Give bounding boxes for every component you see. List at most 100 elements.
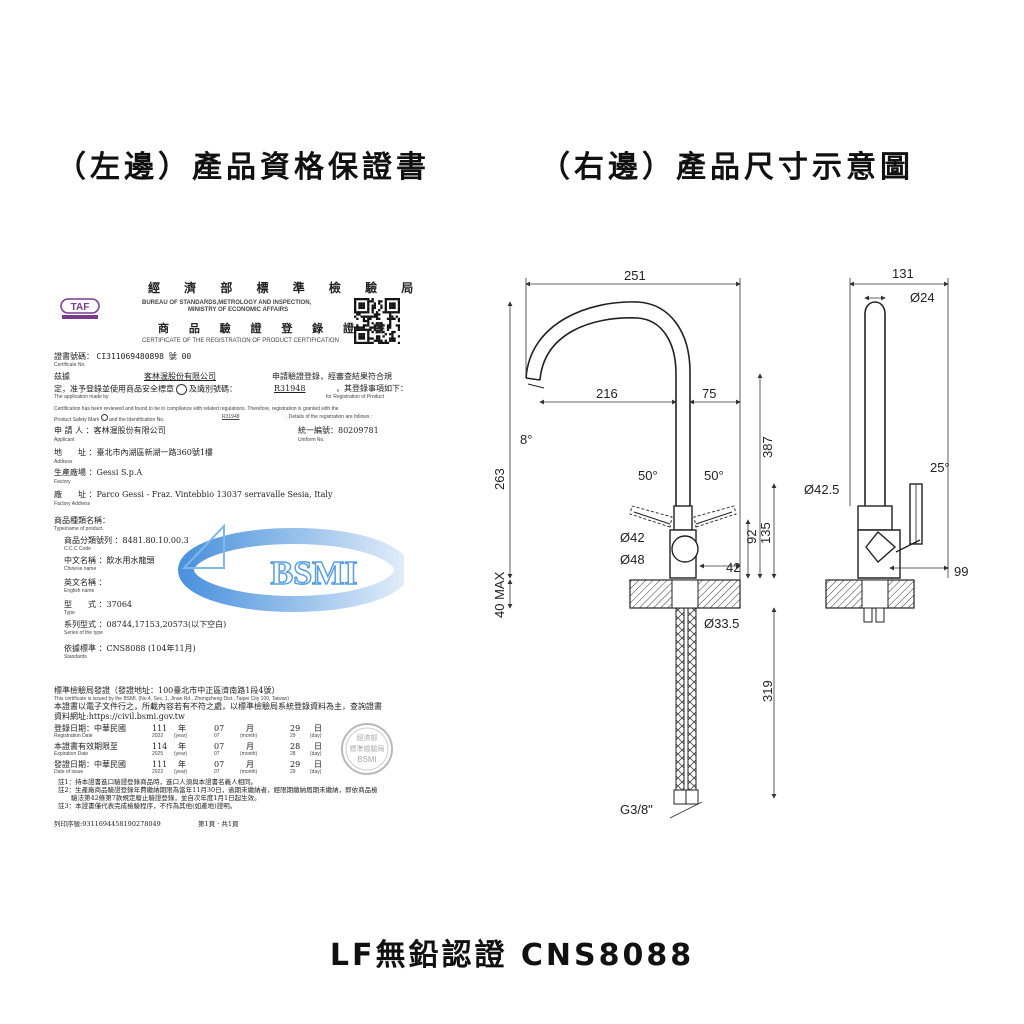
address-en: Address xyxy=(54,459,73,465)
cert-no: CI311069480898 號 00 xyxy=(96,352,192,361)
date-field: 07 xyxy=(214,724,225,733)
model-en: Type xyxy=(64,610,75,616)
dim-hose-length: 319 xyxy=(760,680,775,702)
series: 08744,17153,20573(以下空白) xyxy=(106,620,227,629)
cert-no-label: 證書號碼： xyxy=(54,352,94,361)
date-field: 年 xyxy=(178,724,186,733)
address: 臺北市內湖區新湖一路360號1樓 xyxy=(96,448,213,457)
date-field: 07 xyxy=(214,760,225,769)
certificate-title-en: CERTIFICATE OF THE REGISTRATION OF PRODU… xyxy=(142,338,339,344)
note-1: 註1：持本證書進口驗證登錄商品時，進口人須與本證書名義人相同。 xyxy=(58,778,258,786)
factory-addr-label: 廠 址 ： xyxy=(54,490,97,499)
for-reg-en: for Registration of Product xyxy=(326,394,385,400)
approve-zh: 茲據 xyxy=(54,372,70,381)
applicant-label: 申 請 人 ： xyxy=(54,426,94,435)
date-field-en: (day) xyxy=(310,769,322,775)
front-hose-left xyxy=(675,607,685,799)
date-field: 28 xyxy=(290,742,301,751)
dim-92: 92 xyxy=(744,530,759,544)
dim-shank-dia: Ø33.5 xyxy=(704,616,739,631)
application-en: The application made by xyxy=(54,394,109,400)
stamp-mid: 標準檢驗局 xyxy=(350,744,385,753)
date-field: 本證書有效期限至 xyxy=(54,742,118,751)
model: 37064 xyxy=(106,600,132,609)
note-2-cont: 驗法第42條第7款規定廢止驗證登錄，並自次年度1月1日起生效。 xyxy=(58,794,261,802)
factory-label: 生產廠場 ： xyxy=(54,468,97,477)
certificate: TAF 經 濟 部 標 準 檢 驗 局 BUREAU OF STANDARDS,… xyxy=(54,268,474,828)
dim-top-width: 251 xyxy=(624,268,646,283)
agency-zh: 經 濟 部 標 準 檢 驗 局 xyxy=(148,281,424,295)
factory-addr: Parco Gessi - Fraz. Vintebbio 13037 serr… xyxy=(96,490,333,499)
factory: Gessi S.p.A xyxy=(96,468,143,477)
date-field: 29 xyxy=(290,760,301,769)
items-text: ，其登錄事項如下： xyxy=(336,384,408,393)
bsmi-watermark-icon: BSMI xyxy=(178,523,404,612)
dim-handle-width: 75 xyxy=(702,386,716,401)
dim-thread: G3/8" xyxy=(620,802,653,817)
date-field-en: (day) xyxy=(310,733,322,739)
applicant-en: Applicant xyxy=(54,437,75,443)
issuer-line: 標準檢驗局發證（發證地址：100臺北市中正區濟南路1段4號） xyxy=(54,686,280,695)
date-field-en: 29 xyxy=(290,733,296,739)
side-view xyxy=(857,301,923,579)
taf-logo-icon: TAF xyxy=(60,298,100,319)
apply-text: 申請驗證登錄，經審查結果符合規 xyxy=(272,372,392,381)
date-field-en: 2022 xyxy=(152,769,164,775)
date-field-en: 2022 xyxy=(152,733,164,739)
date-field: 日 xyxy=(314,742,322,751)
agency-en: BUREAU OF STANDARDS,METROLOGY AND INSPEC… xyxy=(142,300,312,306)
dim-right-angle: 50° xyxy=(704,468,724,483)
dim-base-dia: Ø48 xyxy=(620,552,645,567)
uniform-label: 統一編號： xyxy=(298,426,338,435)
date-field: 發證日期：中華民國 xyxy=(54,760,126,769)
standard-label: 依據標準 ： xyxy=(64,644,107,653)
dim-spout-angle: 8° xyxy=(520,432,532,447)
series-en: Series of the type xyxy=(64,630,103,636)
date-field-en: Registration Date xyxy=(54,733,93,739)
dim-total-height: 263 xyxy=(492,468,507,490)
ident-en: and the Identification No. xyxy=(109,417,165,423)
dim-max-thickness: 40 MAX xyxy=(492,571,507,618)
left-heading: （左邊）產品資格保證書 xyxy=(56,150,430,185)
date-field: 111 xyxy=(152,760,168,769)
dim-height: 387 xyxy=(760,436,775,458)
mark-text: 及識別號碼： xyxy=(189,384,237,394)
faucet-dimension-diagram: 251 131 Ø24 216 75 8° 387 50° 50° 25° 26… xyxy=(492,266,968,819)
date-field-en: (month) xyxy=(240,769,258,775)
date-field-en: (year) xyxy=(174,733,188,739)
qr-code-icon xyxy=(354,298,400,344)
date-field-en: Expiration Date xyxy=(54,751,89,757)
type-label: 商品種類名稱： xyxy=(54,516,110,525)
date-field: 日 xyxy=(314,760,322,769)
front-hose-right xyxy=(687,607,697,799)
ccc-label: 商品分類號列 ： xyxy=(64,536,123,545)
date-field: 07 xyxy=(214,742,225,751)
series-label: 系列型式 ： xyxy=(64,620,107,629)
dim-reach: 216 xyxy=(596,386,618,401)
date-field: 月 xyxy=(246,724,254,733)
date-field-en: (month) xyxy=(240,733,258,739)
date-field: 日 xyxy=(314,724,322,733)
bsmi-watermark-text: BSMI xyxy=(271,555,358,592)
decide-text: 定，准予登錄並使用商品安全標章 xyxy=(54,384,174,394)
ename-label: 英文名稱 ： xyxy=(64,578,107,587)
note-3: 註3：本證書僅代表完成檢驗程序，不作為其他(如產地)證明。 xyxy=(58,802,237,810)
id-code-2: R31948 xyxy=(222,414,240,420)
footer-caption: LF無鉛認證 CNS8088 xyxy=(329,938,695,973)
dim-base-offset: 42 xyxy=(726,560,740,575)
date-field-en: Date of issue xyxy=(54,769,84,775)
standard-en: Standards xyxy=(64,654,87,660)
cname-en: Chinese name xyxy=(64,566,97,572)
right-heading: （右邊）產品尺寸示意圖 xyxy=(540,150,914,185)
date-field-en: (day) xyxy=(310,751,322,757)
ccc-code: 8481.80.10.00.3 xyxy=(122,536,189,545)
company-underlined: 客林渥股份有限公司 xyxy=(144,372,216,381)
date-field: 29 xyxy=(290,724,301,733)
note-2: 註2：生產廠商品驗證登錄年費繳納期限為當年11月30日，逾期未繳納者，經限期繳納… xyxy=(58,786,378,794)
date-field-en: (month) xyxy=(240,751,258,757)
issuer-en: This certificate is issued by the BSMI. … xyxy=(54,696,289,702)
dim-99: 99 xyxy=(954,564,968,579)
stamp-bot: BSMI xyxy=(357,755,377,764)
cname: 飲水用水龍頭 xyxy=(106,556,155,565)
psm-mark-icon xyxy=(176,384,187,395)
